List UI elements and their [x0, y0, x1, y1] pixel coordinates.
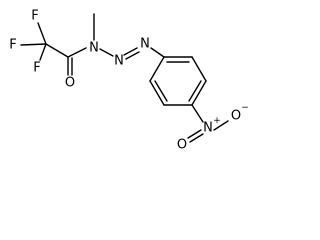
atom-n-nitro: N	[203, 121, 213, 136]
ring-bond-2	[191, 56, 207, 82]
ring-bond-3	[191, 80, 207, 106]
atom-f-top: F	[31, 9, 38, 24]
bond-c-f3	[39, 43, 47, 61]
bond-ring-n4	[191, 104, 204, 123]
bond-c-c	[45, 43, 69, 58]
atom-o-nitro-single: O	[231, 109, 241, 124]
bond-c-n1	[67, 47, 87, 58]
ring-inner-2	[188, 80, 202, 102]
bonds	[20, 13, 229, 143]
bond-n4-o3	[213, 120, 229, 131]
bond-n4-o2-2	[189, 133, 204, 143]
atom-o-nitro-double: O	[177, 138, 187, 153]
atom-f-left: F	[9, 38, 16, 53]
bond-c-f1	[37, 22, 47, 45]
bond-n1-n2	[99, 48, 114, 57]
ring-inner-3	[154, 80, 168, 102]
atom-n-amide: N	[89, 41, 99, 56]
structure-diagram: F F F O N N N N + O O −	[9, 9, 249, 153]
ring-bond-5	[149, 80, 165, 106]
bond-c-f2	[20, 43, 47, 46]
atom-o-carbonyl: O	[65, 76, 75, 91]
charge-minus: −	[241, 103, 249, 113]
bond-n4-o2-1	[187, 129, 202, 139]
ring-bond-6	[149, 56, 165, 82]
bond-n3-ring	[150, 47, 165, 58]
bond-n2-n3-1	[123, 47, 138, 56]
atom-n-azo-2: N	[140, 37, 150, 52]
charge-plus: +	[213, 116, 221, 126]
atom-n-azo-1: N	[114, 54, 124, 69]
atom-labels: F F F O N N N N + O O −	[9, 9, 249, 153]
bond-n2-n3-2	[125, 51, 140, 60]
atom-f-bottom: F	[33, 61, 40, 76]
